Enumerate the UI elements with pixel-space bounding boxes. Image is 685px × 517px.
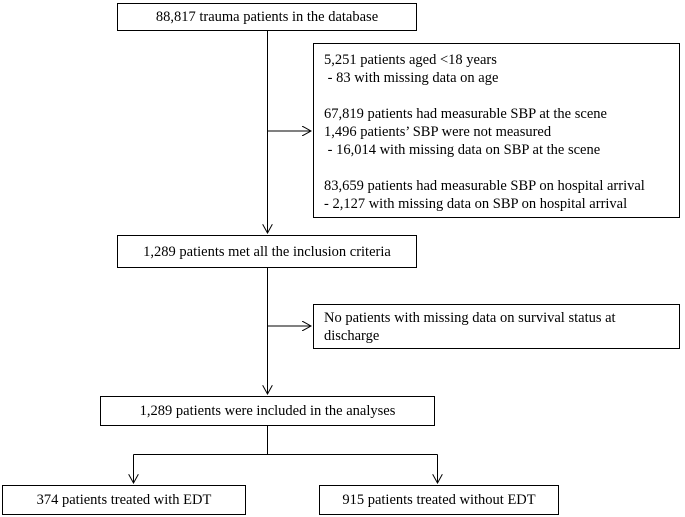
sbp-scene-missing-text: - 16,014 with missing data on SBP at the… — [324, 142, 601, 158]
sbp-scene-not-measured-text: 1,496 patients’ SBP were not measured — [324, 124, 552, 140]
without-edt-text: 915 patients treated without EDT — [342, 492, 536, 508]
age-exclusion-text: 5,251 patients aged <18 years — [324, 52, 497, 68]
with-edt-box: 374 patients treated with EDT — [2, 485, 246, 515]
inclusion-box: 1,289 patients met all the inclusion cri… — [117, 235, 417, 268]
sbp-arrival-missing-text: - 2,127 with missing data on SBP on hosp… — [324, 196, 628, 212]
database-text: 88,817 trauma patients in the database — [155, 9, 379, 25]
survival-exclusion-line-1: No patients with missing data on surviva… — [324, 310, 616, 326]
analysed-text: 1,289 patients were included in the anal… — [139, 403, 396, 419]
sbp-arrival-measured-text: 83,659 patients had measurable SBP on ho… — [324, 178, 645, 194]
survival-exclusion-box: No patients with missing data on surviva… — [313, 304, 680, 349]
inclusion-text: 1,289 patients met all the inclusion cri… — [143, 243, 391, 260]
without-edt-box: 915 patients treated without EDT — [319, 485, 559, 515]
age-missing-text: - 83 with missing data on age — [324, 70, 499, 86]
analysed-box: 1,289 patients were included in the anal… — [100, 396, 435, 426]
with-edt-text: 374 patients treated with EDT — [36, 492, 212, 508]
database-box: 88,817 trauma patients in the database — [117, 3, 417, 31]
sbp-scene-measured-text: 67,819 patients had measurable SBP at th… — [324, 106, 607, 122]
exclusion-box: 5,251 patients aged <18 years - 83 with … — [313, 43, 680, 218]
survival-exclusion-line-2: discharge — [324, 328, 380, 344]
